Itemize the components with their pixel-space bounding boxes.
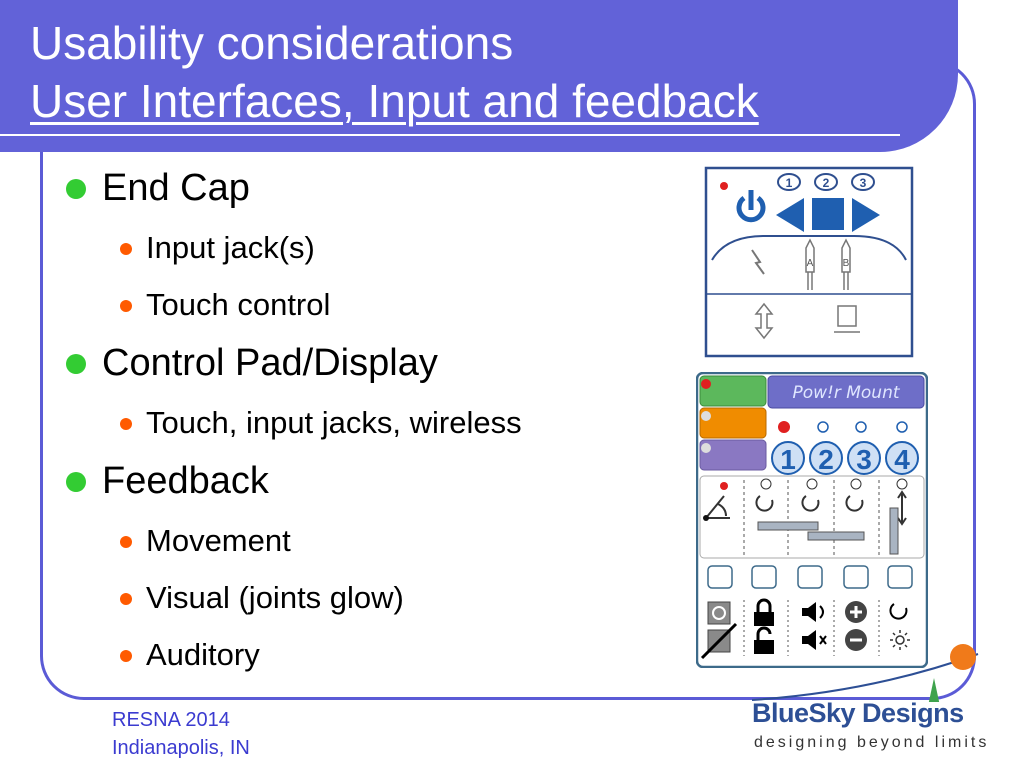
plus-icon [845,601,867,623]
preset-2-button [809,441,843,475]
sub-bullet-auditory: Auditory [66,626,656,683]
bullet-end-cap: End Cap [66,158,656,219]
bullet-dot-icon [66,179,86,199]
control-pad-diagram: Pow!r Mount 1 2 3 4 [696,372,928,668]
tilt-joint-icon [705,495,730,519]
left-arrow-icon [776,198,804,232]
jack-b-label: B [843,258,850,269]
display-screen-icon [834,305,860,333]
volume-on-icon [802,602,824,622]
preset-3-button [847,441,881,475]
minus-icon [845,629,867,651]
rotate-joint-2-icon [801,495,820,512]
title-line-2: User Interfaces, Input and feedback [30,75,759,127]
logo-tagline: designing beyond limits [754,734,990,751]
end-cap-number-1 [777,173,801,191]
footer-location: Indianapolis, IN [112,737,250,759]
up-down-arrow-icon [754,302,774,340]
sub-bullet-dot-icon [120,418,132,430]
sub-bullet-dot-icon [120,536,132,548]
preset-1-button [771,441,805,475]
bullet-feedback: Feedback [66,451,656,512]
sub-bullet-dot-icon [120,243,132,255]
bluesky-designs-logo: BlueSky Designs designing beyond limits [752,642,988,762]
title-divider [0,134,900,136]
footer: RESNA 2014 Indianapolis, IN [112,706,250,762]
preset-4-button [885,441,919,475]
mode-button-purple [699,439,767,471]
unlock-icon [754,626,774,654]
height-adjust-icon [897,490,907,526]
volume-mute-icon [802,630,827,650]
logo-brand: BlueSky Designs [752,698,964,728]
end-cap-number-2-label: 2 [823,176,830,190]
sub-bullet-dot-icon [120,593,132,605]
bullet-control-pad: Control Pad/Display [66,333,656,394]
svg-text:1: 1 [780,444,796,475]
settings-gear-icon [707,601,731,625]
redo-rotate-icon [889,603,908,620]
rotate-joint-3-icon [845,495,864,512]
arm-segments-icon [757,507,899,555]
sub-bullet-dot-icon [120,650,132,662]
title-bar: Usability considerations User Interfaces… [0,0,958,152]
lock-icon [754,598,774,626]
svg-text:3: 3 [856,444,872,475]
logo-sun-icon [950,644,976,670]
brand-display-label: Pow!r Mount [792,383,900,403]
bullet-dot-icon [66,354,86,374]
sub-bullet-input-jacks: Input jack(s) [66,219,656,276]
sub-bullet-visual: Visual (joints glow) [66,569,656,626]
bullet-list: End Cap Input jack(s) Touch control Cont… [66,158,656,683]
end-cap-diagram: 1 2 3 A B [704,166,914,358]
jack-a-label: A [807,258,814,269]
right-arrow-icon [852,198,880,232]
bullet-dot-icon [66,472,86,492]
stop-square-icon [812,198,844,230]
svg-text:4: 4 [894,444,910,475]
sub-bullet-movement: Movement [66,512,656,569]
mode-button-green [699,375,767,407]
status-led-icon [720,182,728,190]
footer-event: RESNA 2014 [112,709,230,731]
slide-title: Usability considerations User Interfaces… [30,14,759,130]
svg-text:2: 2 [818,444,834,475]
sub-bullet-touch-control: Touch control [66,276,656,333]
brand-display [767,375,925,409]
joint-glow-indicators [707,565,913,589]
status-led-icon [701,379,711,389]
rotate-joint-1-icon [755,495,774,512]
end-cap-number-3-label: 3 [860,176,867,190]
lightning-icon [751,249,765,275]
title-line-1: Usability considerations [30,17,514,69]
settings-disabled-slash-icon [700,622,738,660]
end-cap-number-1-label: 1 [786,176,793,190]
mode-button-orange [699,407,767,439]
power-icon [736,190,766,223]
sub-bullet-dot-icon [120,300,132,312]
brightness-icon [890,630,910,650]
sub-bullet-touch-input-wireless: Touch, input jacks, wireless [66,394,656,451]
jack-b-icon [841,238,851,290]
jack-a-icon [805,238,815,290]
